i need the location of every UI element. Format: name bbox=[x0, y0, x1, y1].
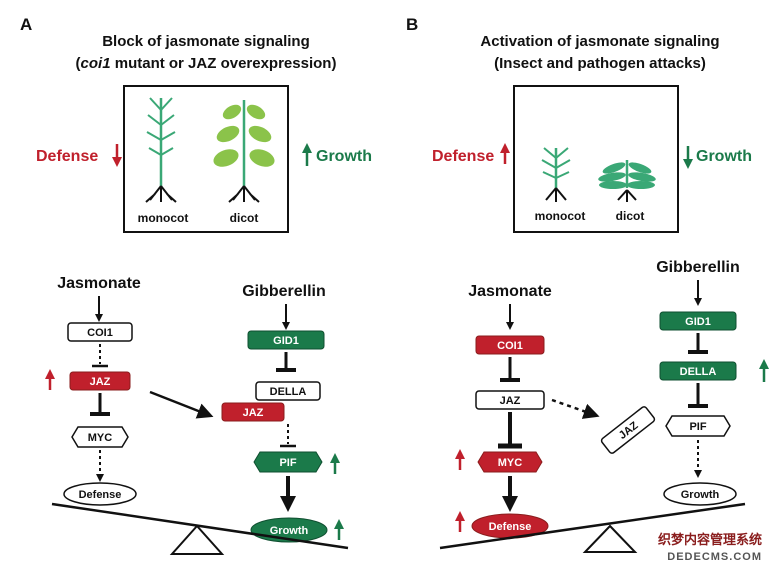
short-monocot-plant-icon bbox=[541, 147, 571, 202]
panel-a-jasmonate: Jasmonate bbox=[57, 275, 141, 292]
panel-a-subtitle: (coi1 mutant or JAZ overexpression) bbox=[76, 55, 337, 72]
panel-a-growth-label: Growth bbox=[316, 148, 372, 165]
panel-b-monocot-label: monocot bbox=[535, 209, 586, 223]
panel-b: B Activation of jasmonate signaling (Ins… bbox=[406, 15, 769, 553]
panel-a-monocot-label: monocot bbox=[138, 211, 189, 225]
panel-a-defense-node bbox=[63, 482, 137, 506]
panel-a-title: Block of jasmonate signaling bbox=[102, 33, 310, 50]
panel-a-coi1-box bbox=[67, 322, 133, 342]
panel-a-gid1-box bbox=[247, 330, 325, 350]
panel-a: A Block of jasmonate signaling (coi1 mut… bbox=[20, 15, 372, 555]
panel-a-fulcrum-icon bbox=[169, 524, 225, 555]
panel-b-gid1-label: GID1 bbox=[685, 316, 711, 328]
monocot-plant-icon bbox=[145, 97, 177, 203]
panel-b-della-box bbox=[659, 361, 737, 381]
panel-a-defense-node-label: Defense bbox=[79, 489, 122, 501]
watermark-line1: 织梦内容管理系统 bbox=[658, 532, 762, 547]
panel-a-jaz-box bbox=[69, 371, 131, 391]
panel-a-coi1-label: COI1 bbox=[87, 327, 113, 339]
panel-a-balance-beam bbox=[51, 502, 349, 550]
dicot-plant-icon bbox=[213, 100, 275, 203]
panel-b-growth-node-label: Growth bbox=[681, 489, 720, 501]
panel-b-title: Activation of jasmonate signaling bbox=[480, 33, 719, 50]
panel-b-defense-label: Defense bbox=[432, 148, 494, 165]
panel-b-subtitle: (Insect and pathogen attacks) bbox=[494, 55, 706, 72]
jaz-transfer-arrow bbox=[149, 390, 214, 419]
panel-a-myc-label: MYC bbox=[88, 432, 113, 444]
panel-a-della-box bbox=[255, 381, 321, 401]
panel-a-letter: A bbox=[20, 15, 32, 34]
panel-a-jaz-right-box bbox=[221, 402, 285, 422]
panel-b-coi1-box bbox=[475, 335, 545, 355]
panel-b-growth-node bbox=[663, 482, 737, 506]
panel-b-myc-box bbox=[477, 451, 543, 473]
panel-b-dicot-label: dicot bbox=[616, 209, 645, 223]
panel-a-growth-node-label: Growth bbox=[270, 525, 309, 537]
panel-a-dicot-label: dicot bbox=[230, 211, 259, 225]
jaz-release-arrow bbox=[551, 398, 600, 419]
panel-b-jaz-float: JAZ bbox=[600, 406, 656, 454]
panel-a-gid1-label: GID1 bbox=[273, 335, 299, 347]
panel-b-gid1-box bbox=[659, 311, 737, 331]
panel-a-defense-label: Defense bbox=[36, 148, 98, 165]
panel-a-jaz-label: JAZ bbox=[90, 376, 111, 388]
panel-a-gibberellin: Gibberellin bbox=[242, 283, 326, 300]
panel-b-balance-beam bbox=[439, 502, 746, 550]
panel-b-fulcrum-icon bbox=[582, 524, 638, 553]
panel-b-pif-label: PIF bbox=[689, 421, 706, 433]
panel-b-della-label: DELLA bbox=[680, 366, 717, 378]
panel-b-jaz-box bbox=[475, 390, 545, 410]
panel-b-gibberellin: Gibberellin bbox=[656, 259, 740, 276]
short-dicot-plant-icon bbox=[598, 160, 656, 202]
watermark-line2: DEDECMS.COM bbox=[667, 551, 762, 563]
watermark: 织梦内容管理系统 DEDECMS.COM bbox=[658, 532, 762, 563]
panel-a-pif-label: PIF bbox=[279, 457, 296, 469]
panel-b-pif-box bbox=[665, 415, 731, 437]
panel-b-defense-node-label: Defense bbox=[489, 521, 532, 533]
panel-b-myc-label: MYC bbox=[498, 457, 523, 469]
panel-a-pif-box bbox=[253, 451, 323, 473]
panel-a-della-label: DELLA bbox=[270, 386, 307, 398]
panel-a-jaz-right-label: JAZ bbox=[243, 407, 264, 419]
panel-b-letter: B bbox=[406, 15, 418, 34]
panel-b-jaz-label: JAZ bbox=[500, 395, 521, 407]
panel-b-coi1-label: COI1 bbox=[497, 340, 523, 352]
panel-b-growth-label: Growth bbox=[696, 148, 752, 165]
panel-b-plant-box bbox=[513, 85, 679, 233]
panel-b-jasmonate: Jasmonate bbox=[468, 283, 552, 300]
panel-a-myc-box bbox=[71, 426, 129, 448]
